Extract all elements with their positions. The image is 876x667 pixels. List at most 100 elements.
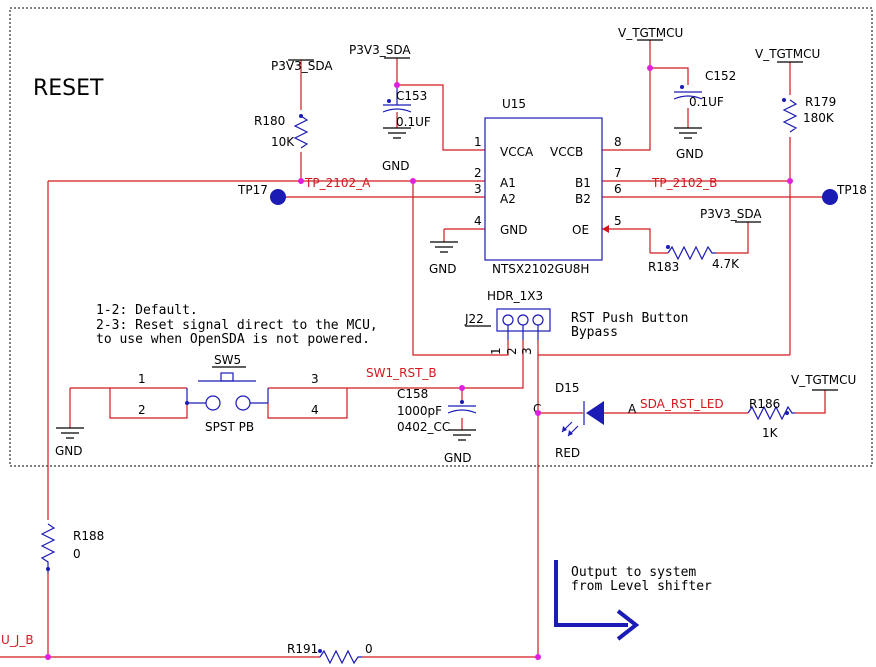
ic-pin8-name: VCCB [550,145,583,159]
ic-pin8-num: 8 [614,135,622,149]
j22-pin1-icon [502,314,514,326]
ic-pin2-num: 2 [474,166,482,180]
c158-package: 0402_CC [397,420,450,434]
testpoint-tp18-icon [822,189,838,205]
power-label-r179: V_TGTMCU [755,47,820,61]
ic-pin7-num: 7 [614,166,622,180]
pin1-dot-r191 [318,649,322,653]
pin1-dot-r186 [785,411,789,415]
sw5-ref: SW5 [214,353,241,367]
j22-pin3-icon [532,314,544,326]
ic-pin6-name: B2 [575,192,591,206]
j22-pin1-num: 1 [489,347,503,355]
net-tp-2102-b: TP_2102_B [651,176,717,190]
resistor-r183-icon [667,245,716,261]
r179-value: 180K [803,111,835,125]
r180-value: 10K [271,135,295,149]
pin1-dot-r180 [299,114,303,118]
gnd-label-sw5: GND [55,444,83,458]
note-jumper-line3: to use when OpenSDA is not powered. [96,332,370,347]
tp17-label: TP17 [237,183,268,197]
sw5-pin3: 3 [311,372,319,386]
wires [0,40,830,658]
reset-block-border [9,7,873,467]
gnd-label-u15: GND [429,262,457,276]
j22-part: HDR_1X3 [487,289,543,303]
note-rst-bypass-line2: Bypass [571,325,618,340]
pin1-dot-r179 [782,98,786,102]
sw5-part: SPST PB [205,420,254,434]
r188-value: 0 [73,547,81,561]
c152-value: 0.1UF [689,95,724,109]
section-title: RESET [33,76,104,101]
note-output-line1: Output to system [571,565,696,580]
r183-value: 4.7K [712,257,740,271]
note-output-line2: from Level shifter [571,579,712,594]
j22-ref: J22 [464,312,484,326]
gnd-symbol-c153 [383,127,411,139]
sw5-pin4: 4 [311,403,319,417]
ic-pin5-num: 5 [614,214,622,228]
ic-pin6-num: 6 [614,182,622,196]
ic-pin1-num: 1 [474,135,482,149]
ic-pin4-num: 4 [474,214,482,228]
pin1-dot-sw5 [185,401,189,405]
output-arrow-icon [554,560,640,641]
power-label-c153: P3V3_SDA [349,43,411,57]
c158-ref: C158 [397,387,428,401]
gnd-symbol-c158 [448,429,476,441]
sw5-pin2: 2 [138,403,146,417]
ic-pin3-num: 3 [474,182,482,196]
capacitor-c158-icon [447,405,477,414]
c153-value: 0.1UF [396,115,431,129]
d15-cathode-label: C [533,402,541,416]
r191-ref: R191 [287,642,318,656]
r188-ref: R188 [73,529,104,543]
resistor-r180-icon [293,115,309,149]
ic-pin7-name: B1 [575,176,591,190]
testpoint-tp17-icon [270,189,286,205]
r183-ref: R183 [648,260,679,274]
d15-color: RED [555,446,580,460]
ic-pin2-name: A1 [500,176,516,190]
pin1-dot-r183 [666,245,670,249]
c158-value: 1000pF [397,404,442,418]
oe-arrow-icon [602,225,609,233]
gnd-label-c153: GND [382,159,410,173]
ic-pin3-name: A2 [500,192,516,206]
led-d15-icon [561,401,604,437]
ic-pin4-name: GND [500,223,528,237]
power-label-c152: V_TGTMCU [618,26,683,40]
gnd-label-c158: GND [444,451,472,465]
ic-u15-ref: U15 [502,97,526,111]
net-u-j-b: U_J_B [1,633,34,647]
power-label-r183: P3V3_SDA [700,207,762,221]
junction-dots [45,65,793,660]
resistor-r191-icon [319,649,362,665]
j22-pin2-num: 2 [505,347,519,355]
pin1-dot-c152 [680,85,684,89]
capacitor-c153-icon [382,85,412,113]
tp18-label: TP18 [836,183,867,197]
r186-ref: R186 [749,397,780,411]
c153-ref: C153 [396,89,427,103]
c152-ref: C152 [705,69,736,83]
r180-ref: R180 [254,114,285,128]
ic-pin1-name: VCCA [500,145,534,159]
ic-u15-part: NTSX2102GU8H [492,262,589,276]
note-jumper-line1: 1-2: Default. [96,303,198,318]
power-label-r180: P3V3_SDA [271,59,333,73]
capacitor-c152-icon [673,91,703,100]
gnd-symbol-c152 [674,127,702,139]
resistor-r186-icon [747,405,795,421]
power-label-r186: V_TGTMCU [791,373,856,387]
net-sw1-rst-b: SW1_RST_B [366,366,437,380]
note-jumper-line2: 2-3: Reset signal direct to the MCU, [96,318,378,333]
switch-sw5-icon [186,372,269,411]
net-sda-rst-led: SDA_RST_LED [640,397,724,411]
resistor-r179-icon [782,99,798,133]
r191-value: 0 [365,642,373,656]
r186-value: 1K [762,426,779,440]
power-rails [288,39,838,391]
